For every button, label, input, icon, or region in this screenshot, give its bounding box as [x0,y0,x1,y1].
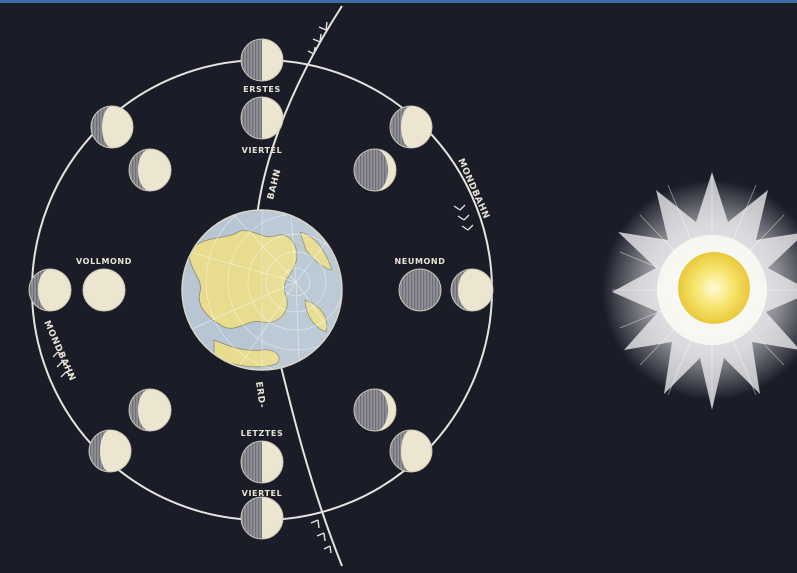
moon-phase-icon [354,389,396,431]
label-erstes: ERSTES [243,85,281,94]
moon-phase-icon [241,39,283,81]
moon-phase-icon [241,97,283,139]
label-bahn: BAHN [266,168,283,201]
moon-phase-icon [390,106,432,148]
moon-phase-icon [29,269,71,311]
moon-phase-icon [399,269,441,311]
moon-phase-icon [91,106,133,148]
label-letztes: LETZTES [241,429,284,438]
moon-phase-icon [89,430,131,472]
earth-globe-icon [182,192,386,380]
earth-orbit-arrow-bottom [311,520,331,553]
moon-phase-icon [451,269,493,311]
label-mondbahn-right: MONDBAHN [455,157,491,221]
earth-orbit-arrow-top [308,22,327,54]
frame-top-edge [0,0,797,3]
moon-phase-icon [390,430,432,472]
sun-icon [602,172,797,410]
label-erd: ERD- [253,381,267,409]
label-vollmond: VOLLMOND [76,257,132,266]
moon-phase-icon [129,389,171,431]
moon-orbit-arrow-right [454,205,473,230]
moon-phase-icon [354,149,396,191]
label-viertel-top: VIERTEL [242,146,283,155]
moon-phase-icon [129,149,171,191]
moon-phase-icon [83,269,125,311]
moon-phase-icon [241,497,283,539]
moon-phase-icon [241,441,283,483]
label-neumond: NEUMOND [395,257,446,266]
label-viertel-bottom: VIERTEL [242,489,283,498]
